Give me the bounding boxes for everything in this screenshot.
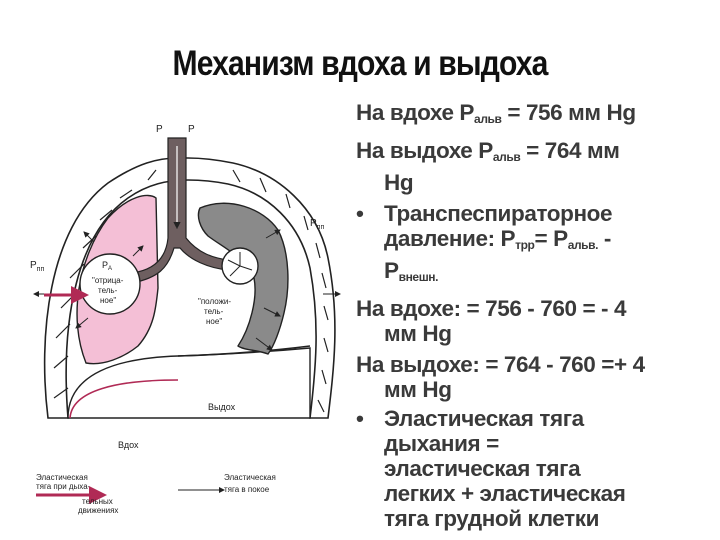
text-block: На вдохе Ральв = 756 мм Hg На выдохе Рал… — [356, 100, 716, 531]
text-span: эластическая тяга — [384, 456, 581, 481]
subscript: трр — [515, 238, 535, 252]
text-span: На выдохе: = 764 - 760 =+ 4 — [356, 352, 645, 377]
text-span: - — [598, 226, 612, 251]
label-p-top-2: P — [188, 124, 195, 135]
subscript: внешн. — [398, 270, 439, 284]
alveolus-inflated — [79, 253, 141, 315]
label-positive-2: тель- — [204, 307, 224, 316]
label-negative-3: ное" — [100, 296, 116, 305]
subscript: альв — [474, 112, 502, 126]
chest-wall — [43, 157, 336, 419]
bullet-marker: • — [356, 201, 364, 226]
text-span: На вдохе Р — [356, 100, 475, 125]
legend-left-1: Эластическая — [36, 473, 88, 482]
bullet-marker: • — [356, 406, 364, 431]
label-negative-2: тель- — [98, 286, 118, 295]
label-pa-left: PA — [102, 260, 112, 272]
text-span: давление: Р — [384, 226, 516, 251]
text-span: На выдохе Р — [356, 138, 493, 163]
bullet-transpulmonary-line2: давление: Ртрр= Ральв. - — [356, 226, 716, 258]
bullet-transpulmonary: • Транспеспираторное — [356, 201, 716, 226]
legend-left-4: движениях — [78, 506, 118, 515]
text-span: мм Hg — [384, 377, 452, 402]
diaphragm-exhale-curve — [177, 345, 311, 357]
text-span: тяга грудной клетки — [384, 506, 600, 531]
bullet-elastic-line2: дыхания = — [356, 431, 716, 456]
label-pp-right: Pпп — [310, 218, 324, 231]
legend-right-1: Эластическая — [224, 473, 276, 482]
label-inhale: Вдох — [118, 440, 139, 450]
lung-diagram: Pпп Pпп P P PA "отрица- тель- ное" "поло… — [30, 124, 341, 515]
exhale-calc-line: На выдохе: = 764 - 760 =+ 4 — [356, 352, 716, 377]
bullet-elastic-line5: тяга грудной клетки — [356, 506, 716, 531]
exhale-calc-unit: мм Hg — [356, 377, 716, 402]
label-p-top-1: P — [156, 124, 163, 135]
label-exhale: Выдох — [208, 402, 236, 412]
subscript: альв. — [567, 238, 599, 252]
text-span: Эластическая тяга — [384, 406, 584, 431]
subscript: альв — [492, 150, 521, 164]
exhale-pressure-line-cont: Hg — [356, 170, 716, 195]
bullet-elastic-line4: легких + эластическая — [356, 481, 716, 506]
legend-left-3: тельных — [82, 497, 113, 506]
text-span: Транспеспираторное — [384, 201, 613, 226]
text-span: дыхания = — [384, 431, 499, 456]
label-negative-1: "отрица- — [92, 276, 124, 285]
text-span: На вдохе: = 756 - 760 = - 4 — [356, 296, 627, 321]
text-span: = 764 мм — [520, 138, 620, 163]
bullet-elastic: • Эластическая тяга — [356, 406, 716, 431]
text-span: Р — [384, 258, 399, 283]
inhale-pressure-line: На вдохе Ральв = 756 мм Hg — [356, 100, 716, 132]
label-positive-1: "положи- — [198, 297, 231, 306]
legend-left-2: тяга при дыха- — [36, 482, 91, 491]
text-span: Hg — [384, 170, 414, 195]
text-span: = Р — [534, 226, 568, 251]
inhale-calc-unit: мм Hg — [356, 321, 716, 346]
force-arrows — [33, 229, 341, 351]
alveolus-spokes — [227, 252, 253, 277]
text-span: = 756 мм Hg — [501, 100, 636, 125]
trachea — [131, 137, 229, 284]
text-span: мм Hg — [384, 321, 452, 346]
bullet-elastic-line3: эластическая тяга — [356, 456, 716, 481]
legend-right-2: тяга в покое — [224, 485, 270, 494]
label-positive-3: ное" — [206, 317, 222, 326]
label-pp-left: Pпп — [30, 260, 44, 273]
slide-title: Механизм вдоха и выдоха — [172, 44, 548, 83]
exhale-pressure-line: На выдохе Ральв = 764 мм — [356, 138, 716, 170]
text-span: легких + эластическая — [384, 481, 626, 506]
inhale-calc-line: На вдохе: = 756 - 760 = - 4 — [356, 296, 716, 321]
diaphragm-inhale-curve — [69, 379, 179, 419]
bullet-transpulmonary-line3: Рвнешн. — [356, 258, 716, 290]
